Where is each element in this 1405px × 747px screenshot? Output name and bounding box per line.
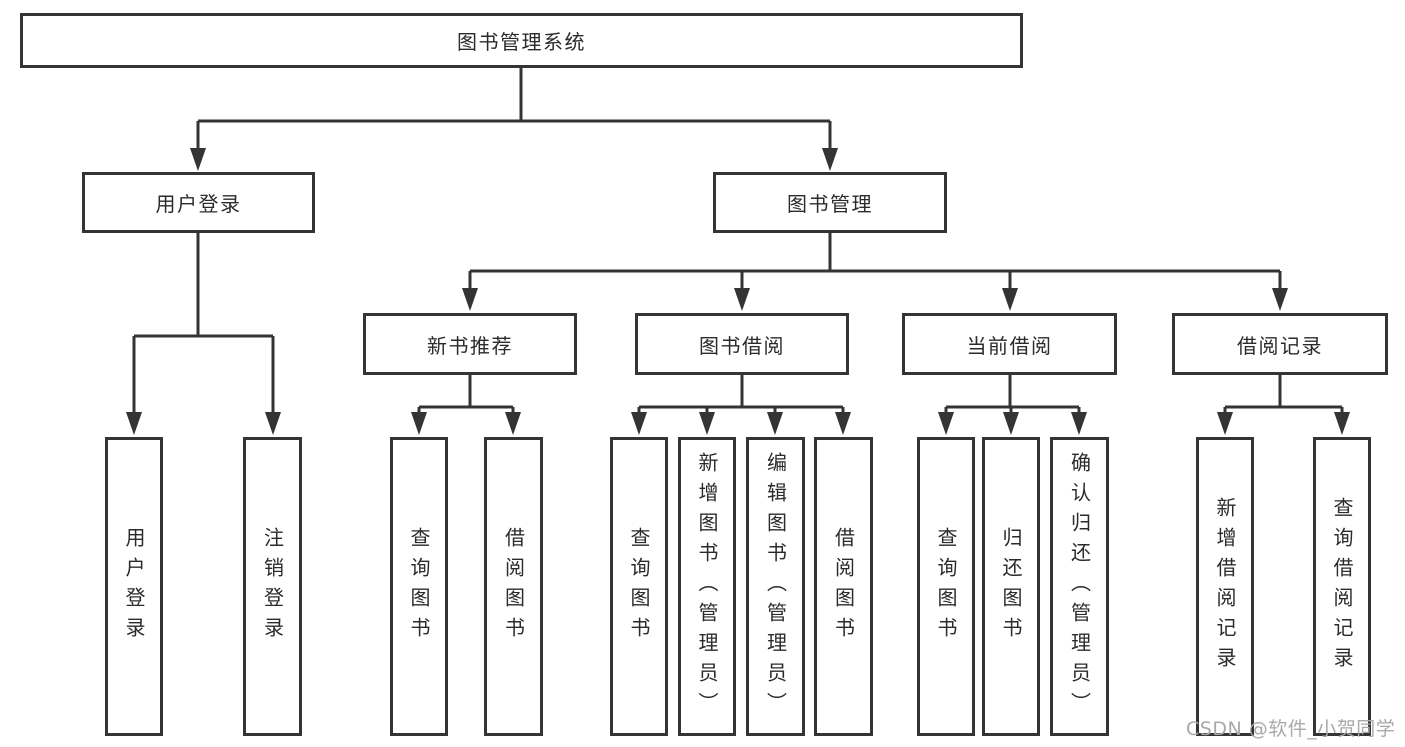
node-current-borrow: 当前借阅 (902, 313, 1117, 375)
node-current-borrow-label: 当前借阅 (966, 333, 1053, 358)
leaf-cb-confirm-return-admin: 确认归还（管理员） (1050, 437, 1109, 736)
node-book-management-label: 图书管理 (787, 192, 873, 216)
leaf-nbr-borrow-books: 借阅图书 (484, 437, 543, 736)
leaf-user-login-label: 用户登录 (122, 526, 146, 647)
leaf-br-add-borrow-record-label: 新增借阅记录 (1213, 496, 1237, 677)
node-user-login-label: 用户登录 (155, 192, 242, 216)
leaf-bb-borrow-books: 借阅图书 (814, 437, 873, 736)
leaf-bb-add-books-admin-label: 新增图书（管理员） (695, 451, 719, 722)
leaf-bb-query-books-label: 查询图书 (627, 526, 651, 647)
leaf-logout-login: 注销登录 (243, 437, 302, 736)
node-book-management: 图书管理 (713, 172, 947, 233)
node-new-book-recommend-label: 新书推荐 (427, 333, 513, 358)
connector-user-login (126, 233, 281, 435)
csdn-watermark: CSDN @软件_小贺同学 (1186, 718, 1396, 740)
leaf-nbr-borrow-books-label: 借阅图书 (501, 526, 526, 647)
leaf-br-query-borrow-record-label: 查询借阅记录 (1330, 496, 1354, 677)
connector-borrow-records (1217, 375, 1350, 435)
node-user-login: 用户登录 (82, 172, 315, 233)
leaf-logout-login-label: 注销登录 (260, 526, 285, 647)
connector-current-borrow (938, 375, 1087, 435)
leaf-user-login: 用户登录 (105, 437, 163, 736)
connector-new-book-recommend (411, 375, 521, 435)
node-root-label: 图书管理系统 (457, 30, 586, 54)
connector-book-management (462, 233, 1288, 311)
node-borrow-records: 借阅记录 (1172, 313, 1388, 375)
leaf-cb-confirm-return-admin-label: 确认归还（管理员） (1067, 451, 1092, 722)
leaf-bb-add-books-admin: 新增图书（管理员） (678, 437, 736, 736)
connector-root (190, 68, 838, 171)
node-new-book-recommend: 新书推荐 (363, 313, 577, 375)
leaf-br-add-borrow-record: 新增借阅记录 (1196, 437, 1254, 736)
leaf-cb-return-books-label: 归还图书 (999, 526, 1023, 647)
leaf-bb-edit-books-admin-label: 编辑图书（管理员） (763, 451, 788, 722)
node-book-borrow-label: 图书借阅 (699, 333, 785, 358)
leaf-bb-borrow-books-label: 借阅图书 (831, 526, 856, 647)
connector-book-borrow (631, 375, 851, 435)
leaf-bb-query-books: 查询图书 (610, 437, 668, 736)
leaf-cb-return-books: 归还图书 (982, 437, 1040, 736)
leaf-nbr-query-books-label: 查询图书 (407, 526, 431, 647)
node-borrow-records-label: 借阅记录 (1237, 333, 1323, 358)
leaf-nbr-query-books: 查询图书 (390, 437, 448, 736)
leaf-bb-edit-books-admin: 编辑图书（管理员） (746, 437, 805, 736)
leaf-cb-query-books-label: 查询图书 (934, 526, 958, 647)
leaf-br-query-borrow-record: 查询借阅记录 (1313, 437, 1371, 736)
node-book-borrow: 图书借阅 (635, 313, 849, 375)
leaf-cb-query-books: 查询图书 (917, 437, 975, 736)
node-root: 图书管理系统 (20, 13, 1023, 68)
